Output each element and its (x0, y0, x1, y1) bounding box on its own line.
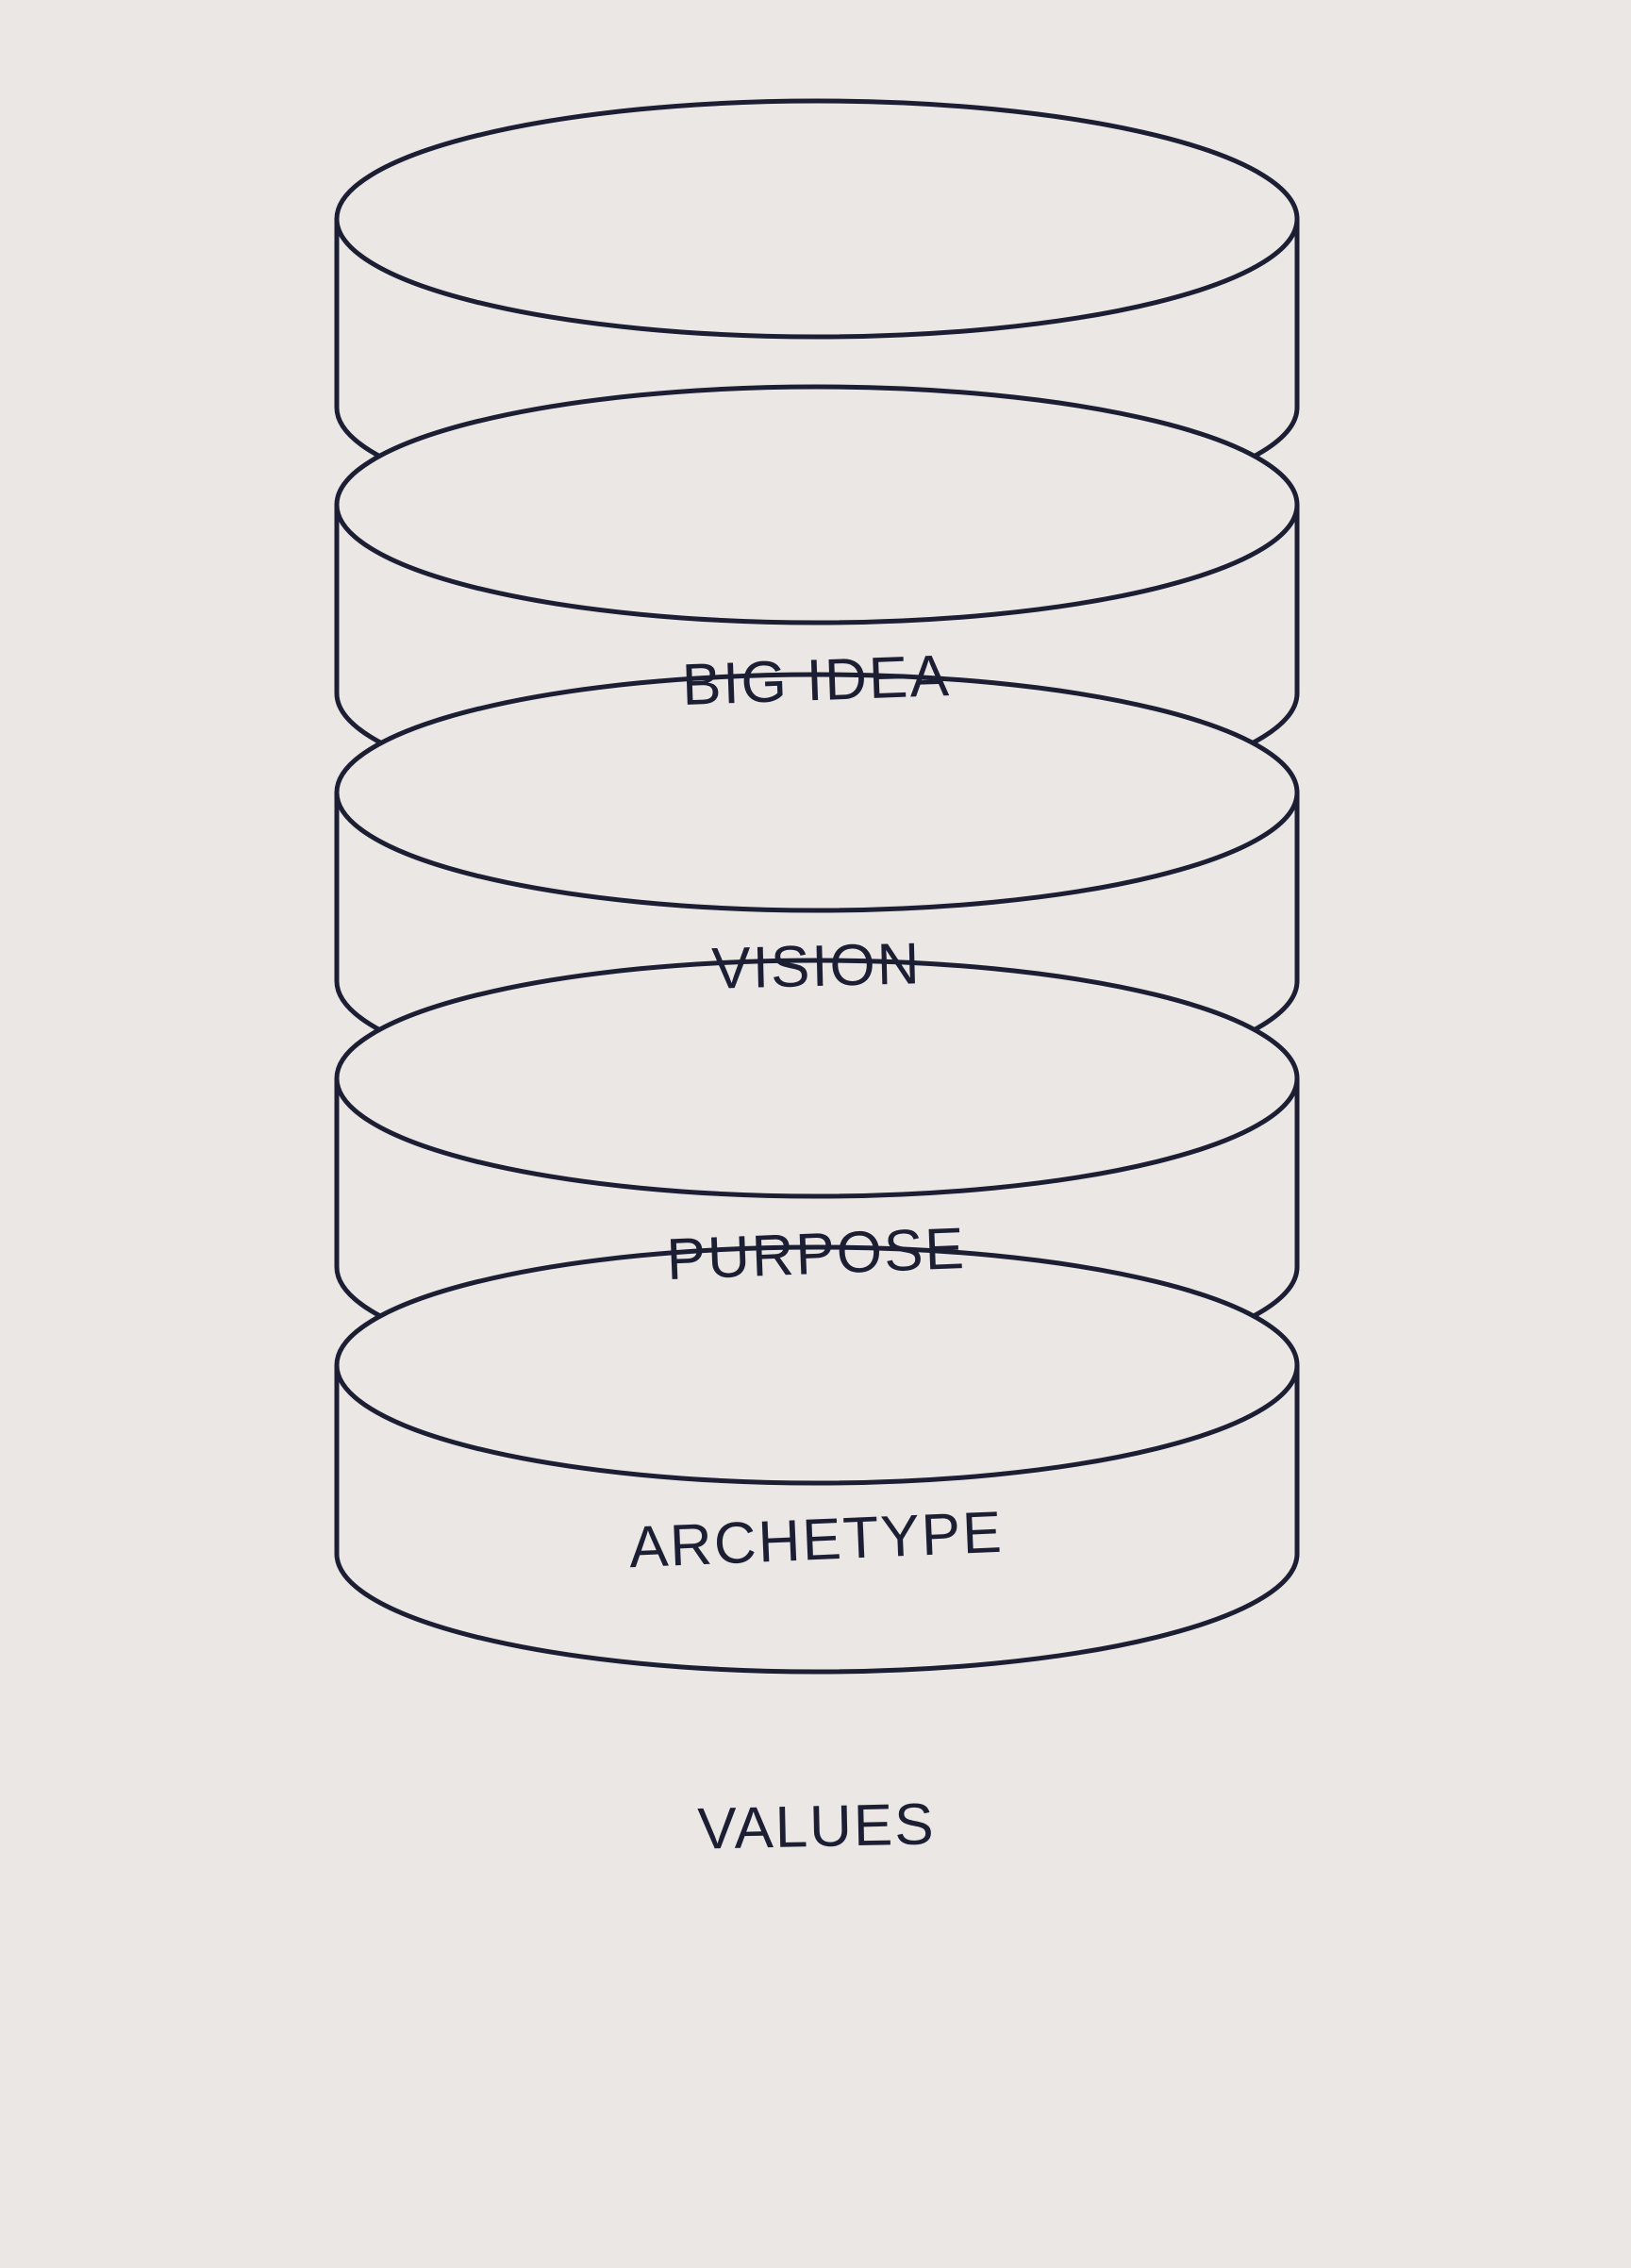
cylinder-top-ellipse-1 (334, 98, 1300, 340)
cylinder-label-3: PURPOSE (665, 1216, 967, 1292)
cylinder-labels-group: BIG IDEA VISION PURPOSE ARCHETYPE VALUES (627, 643, 1005, 1862)
cylinder-top-ellipse-5 (334, 1244, 1300, 1486)
cylinder-layer-5[interactable] (334, 1244, 1300, 1675)
cylinder-fill-5 (337, 1247, 1297, 1672)
cylinder-label-5: VALUES (697, 1792, 936, 1861)
cylinder-top-ellipse-2 (334, 384, 1300, 625)
cylinder-layers-group (334, 98, 1300, 1675)
cylinder-body-outline-5 (334, 1362, 1300, 1675)
cylinder-top-ellipse-4 (334, 958, 1300, 1199)
cylinder-label-2: VISION (711, 931, 923, 1001)
cylinder-label-4: ARCHETYPE (627, 1500, 1005, 1581)
cylinder-top-ellipse-3 (334, 672, 1300, 913)
cylinder-label-1: BIG IDEA (681, 643, 952, 718)
